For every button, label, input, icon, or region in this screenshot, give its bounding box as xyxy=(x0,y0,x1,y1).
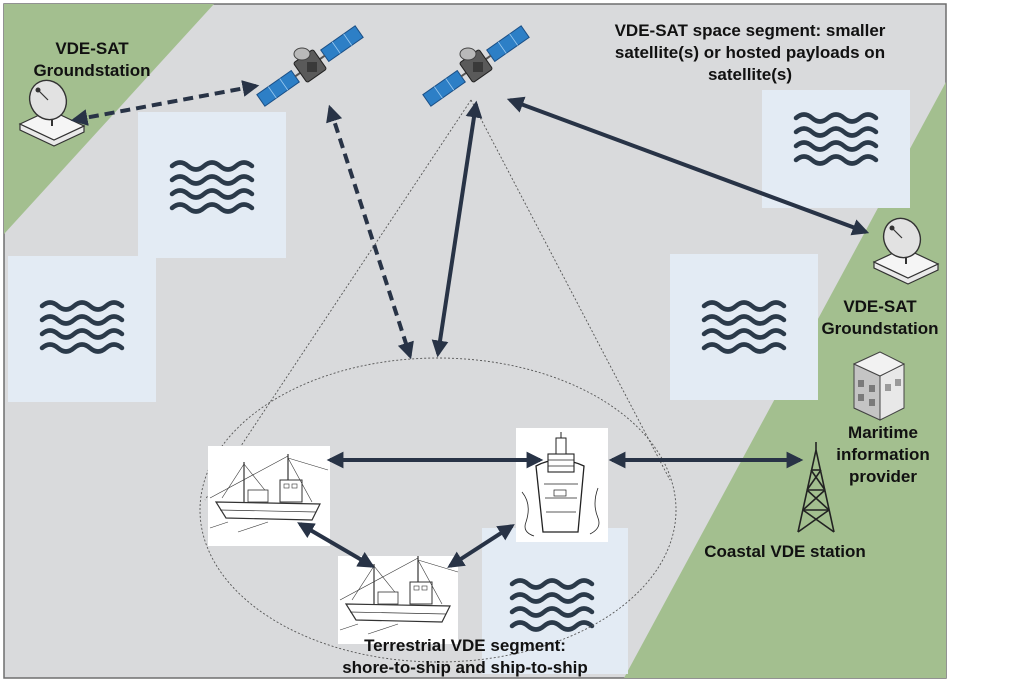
link-sat-left-terrestrial xyxy=(326,104,414,360)
groundstation-left-label: VDE-SAT Groundstation xyxy=(33,39,151,80)
solid-links xyxy=(297,96,870,568)
coastal-tower-icon xyxy=(797,442,835,533)
maritime-provider-label: Maritime information provider xyxy=(836,423,930,486)
link-sat-right-groundstation-right xyxy=(506,96,870,236)
coastal-station-label: Coastal VDE station xyxy=(704,542,866,561)
maritime-provider-building-icon xyxy=(852,351,906,421)
groundstation-right-label: VDE-SAT Groundstation xyxy=(821,297,939,338)
link-sat-right-terrestrial xyxy=(431,100,483,358)
terrestrial-segment-label: Terrestrial VDE segment: shore-to-ship a… xyxy=(342,636,588,677)
link-ship-bottom-cargo xyxy=(447,524,515,568)
link-ship-left-ship-bottom xyxy=(297,522,375,568)
dashed-links xyxy=(70,80,414,360)
space-segment-label: VDE-SAT space segment: smaller satellite… xyxy=(614,21,886,84)
fishing-vessel-bottom xyxy=(338,555,459,644)
cargo-vessel xyxy=(516,428,608,542)
